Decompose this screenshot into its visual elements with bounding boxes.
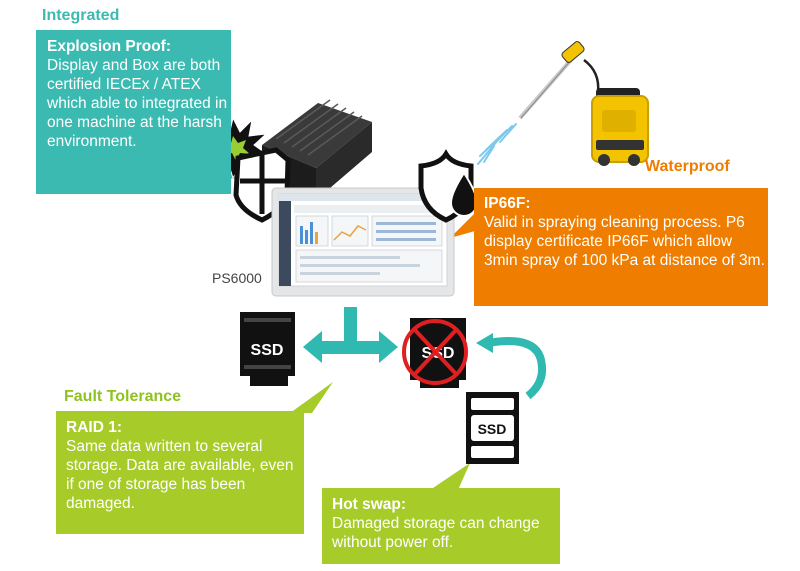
raid1-text: Same data written to several storage. Da… (66, 438, 294, 512)
raid1-card: RAID 1: Same data written to several sto… (56, 411, 304, 534)
ip66f-card: IP66F: Valid in spraying cleaning proces… (474, 188, 768, 306)
ssd-label: SSD (251, 342, 284, 359)
raid-card-pointer (290, 382, 333, 413)
raid1-heading: RAID 1: (66, 419, 122, 436)
no-sign-icon (402, 319, 468, 385)
fault-tolerance-title: Fault Tolerance (64, 388, 182, 405)
replacement-ssd-icon: SSD (466, 392, 519, 464)
explosion-proof-text: Display and Box are both certified IECEx… (47, 57, 228, 150)
pressure-washer-icon (477, 41, 649, 166)
explosion-proof-card: Explosion Proof: Display and Box are bot… (36, 30, 231, 194)
device-label: PS6000 (212, 270, 262, 286)
waterproof-title: Waterproof (645, 158, 730, 175)
hot-swap-card: Hot swap: Damaged storage can change wit… (322, 488, 560, 564)
explosion-proof-heading: Explosion Proof: (47, 38, 171, 55)
hot-swap-text: Damaged storage can change without power… (332, 515, 540, 551)
shield-water-drop-icon (418, 149, 479, 223)
ip66f-heading: IP66F: (484, 195, 531, 212)
integrated-title: Integrated (42, 7, 120, 24)
ip66f-text: Valid in spraying cleaning process. P6 d… (484, 214, 765, 269)
hotswap-card-pointer (430, 463, 470, 490)
ssd-icon: SSD (240, 312, 295, 386)
swap-arrow-icon (476, 333, 547, 400)
ssd-label: SSD (478, 421, 507, 437)
ps6000-display (271, 187, 455, 297)
hot-swap-heading: Hot swap: (332, 496, 407, 513)
split-arrow-icon (303, 307, 398, 363)
